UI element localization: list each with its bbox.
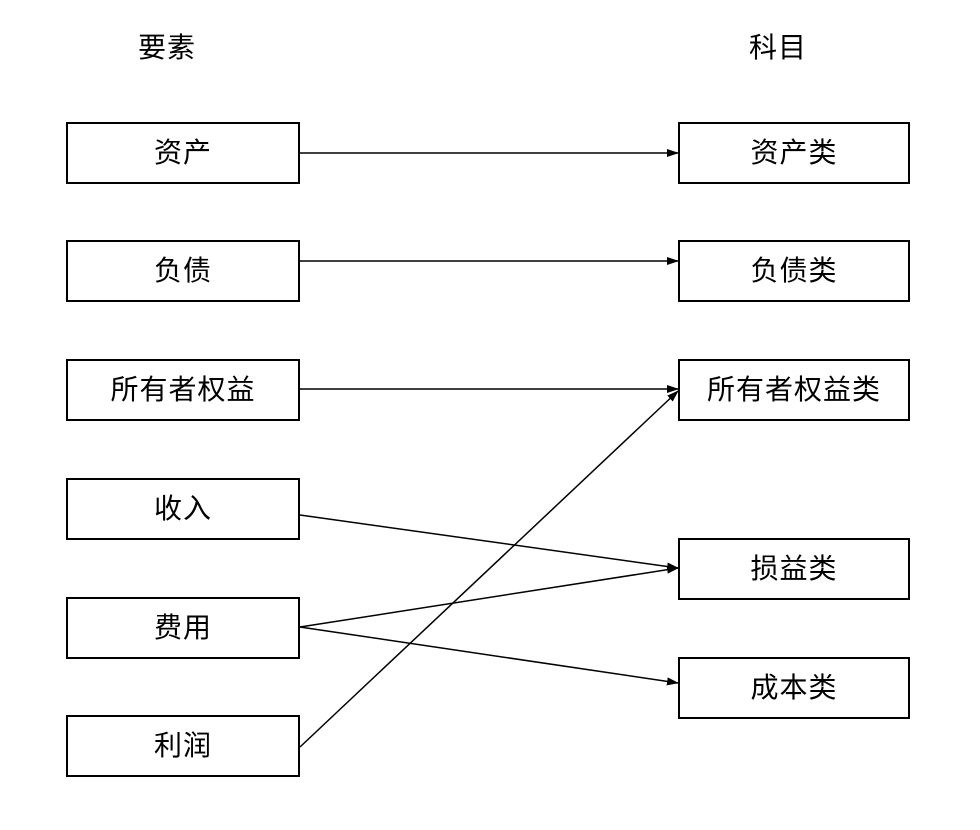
element-label: 利润 (153, 729, 212, 762)
account-label: 损益类 (750, 552, 838, 585)
element-box-liabilities: 负债 (66, 240, 300, 302)
account-label: 所有者权益类 (706, 373, 881, 406)
accounts-column-header: 科目 (749, 31, 808, 64)
element-box-revenue: 收入 (66, 478, 300, 540)
elements-column-header: 要素 (138, 31, 197, 64)
account-label: 成本类 (750, 671, 838, 704)
arrow-profit-to-equity-accounts (299, 390, 679, 748)
account-label: 资产类 (750, 136, 838, 169)
element-box-owners-equity: 所有者权益 (66, 359, 300, 421)
element-box-assets: 资产 (66, 122, 300, 184)
element-box-expenses: 费用 (66, 597, 300, 659)
arrow-expenses-to-cost-accounts (299, 626, 679, 686)
account-box-cost-accounts: 成本类 (678, 657, 910, 719)
account-box-equity-accounts: 所有者权益类 (678, 359, 910, 421)
arrow-expenses-to-profit-loss-accounts (299, 565, 679, 628)
element-label: 资产 (153, 136, 212, 169)
element-box-profit: 利润 (66, 715, 300, 777)
account-box-asset-accounts: 资产类 (678, 122, 910, 184)
account-label: 负债类 (750, 254, 838, 287)
element-label: 收入 (153, 492, 212, 525)
element-label: 费用 (153, 611, 212, 644)
account-box-profit-loss-accounts: 损益类 (678, 538, 910, 600)
arrow-revenue-to-profit-loss-accounts (299, 514, 679, 571)
element-label: 负债 (153, 254, 212, 287)
account-box-liability-accounts: 负债类 (678, 240, 910, 302)
element-label: 所有者权益 (110, 373, 256, 406)
